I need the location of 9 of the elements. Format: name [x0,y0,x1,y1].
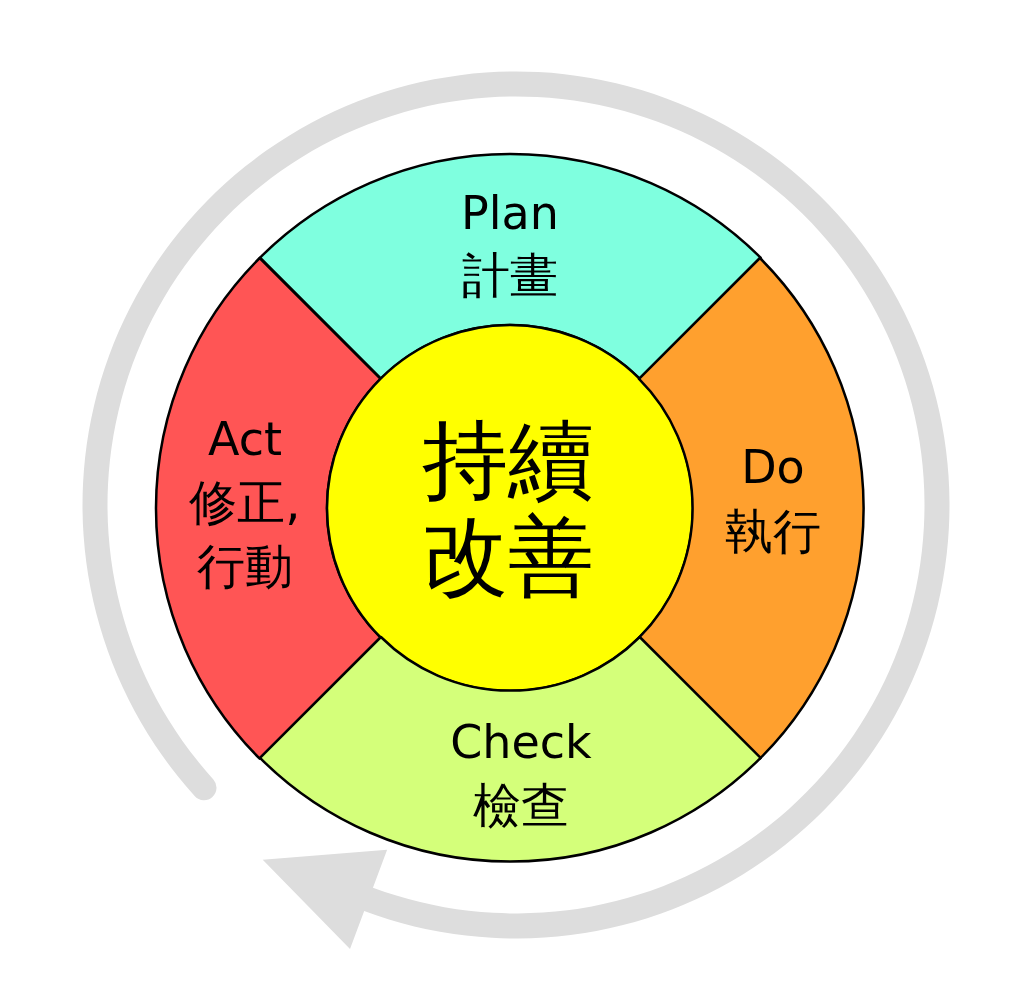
segment-title: Plan [461,186,559,242]
segment-title: Do [741,440,805,496]
segment-subtitle: 計畫 [462,246,558,306]
segment-subtitle: 修正,行動 [188,473,302,596]
center-title: 持續改善 [421,411,595,605]
segment-title: Check [450,715,592,771]
segment-subtitle: 檢查 [473,776,569,836]
segment-subtitle: 執行 [725,502,821,562]
segment-title: Act [208,412,282,468]
